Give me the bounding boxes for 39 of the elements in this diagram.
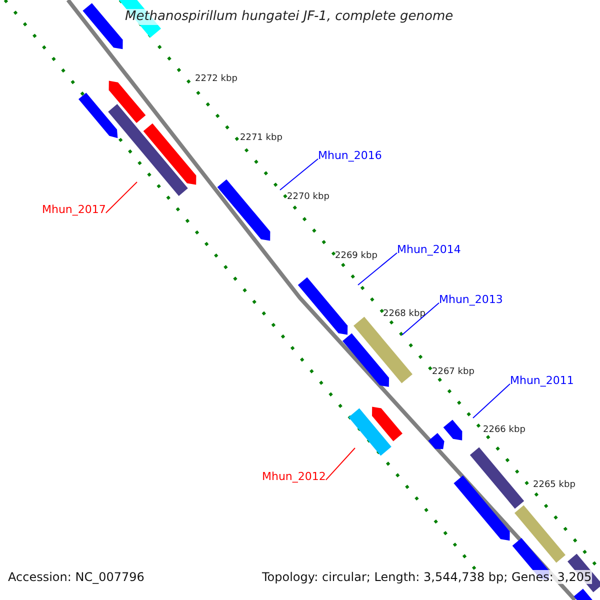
genome-stats-text: Topology: circular; Length: 3,544,738 bp; Genes: 3,205 [262, 570, 592, 584]
leader-line [402, 302, 440, 336]
leader-line [325, 448, 356, 480]
scale-label: 2268 kbp [383, 309, 426, 320]
gene-label: Mhun_2013 [439, 293, 503, 306]
gene-feature [108, 80, 146, 123]
gene-feature [443, 420, 462, 440]
leader-line [280, 158, 318, 190]
gene-feature [470, 447, 524, 509]
gene-label: Mhun_2017 [42, 203, 106, 216]
gene-label: Mhun_2016 [318, 149, 382, 162]
scale-label: 2267 kbp [432, 367, 474, 378]
leader-line [472, 383, 510, 418]
scale-label: 2272 kbp [195, 74, 238, 85]
gene-label: Mhun_2011 [510, 374, 574, 388]
accession-text: Accession: NC_007796 [8, 570, 144, 584]
gene-feature [217, 179, 270, 241]
leader-line [105, 182, 138, 214]
scale-label: 2271 kbp [240, 133, 282, 144]
gene-feature [82, 3, 123, 50]
scale-label: 2266 kbp [483, 425, 526, 436]
gene-feature [454, 476, 510, 541]
gene-feature [514, 505, 566, 563]
leader-line [358, 252, 398, 286]
gene-feature [298, 277, 348, 335]
gene-feature [108, 104, 188, 196]
gene-label: Mhun_2014 [397, 243, 461, 256]
gene-feature [348, 408, 392, 456]
scale-label: 2265 kbp [533, 480, 576, 491]
gene-feature [143, 123, 196, 185]
gene-feature [78, 92, 118, 138]
scale-label: 2270 kbp [287, 192, 330, 203]
gene-feature [428, 433, 444, 450]
gene-feature [372, 406, 402, 442]
gene-feature [354, 316, 412, 384]
gene-label: Mhun_2012 [262, 470, 326, 484]
scale-label: 2269 kbp [335, 251, 378, 262]
genome-title: Methanospirillum hungatei JF-1, complete genome [125, 9, 454, 25]
gene-feature [342, 333, 389, 387]
